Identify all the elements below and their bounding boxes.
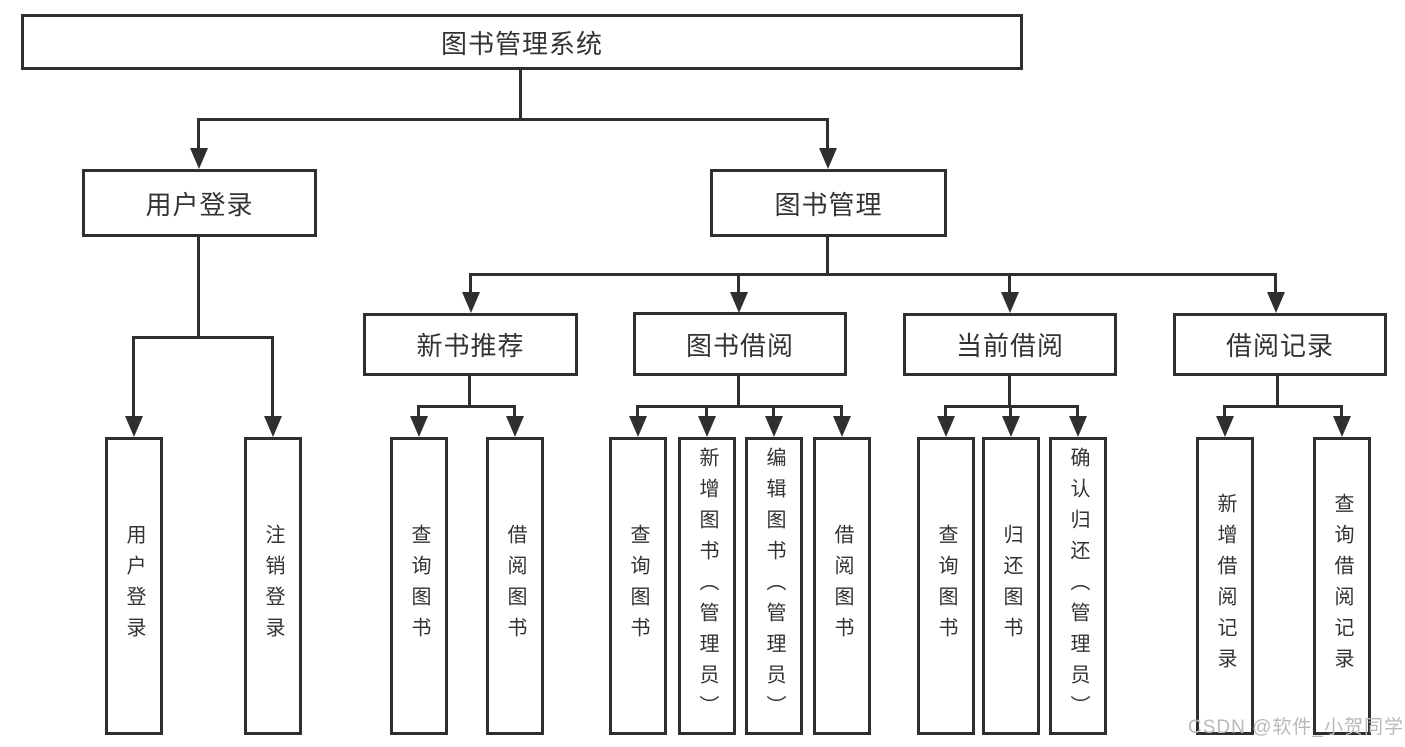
node-leaf-edit-books-admin: 编辑图书（管理员） [745,437,803,735]
connector-line [826,236,829,273]
node-label: 归还图书 [1000,524,1022,648]
csdn-watermark: CSDN @软件_小贺同学 [1188,717,1404,738]
connector-line [468,376,471,408]
connector-line [1223,405,1343,408]
node-label: 查询借阅记录 [1331,493,1353,679]
node-root-library-system: 图书管理系统 [21,14,1023,70]
arrow-down-icon [505,405,524,437]
connector-line [1008,376,1011,408]
node-book-management: 图书管理 [710,169,947,237]
node-leaf-query-books: 查询图书 [390,437,448,735]
arrow-down-icon [1001,405,1020,437]
node-leaf-confirm-return-admin: 确认归还（管理员） [1049,437,1107,735]
node-label: 图书管理 [774,189,883,220]
node-label: 查询图书 [408,524,430,648]
connector-line [519,69,522,118]
node-leaf-logout: 注销登录 [244,437,302,735]
node-label: 借阅图书 [831,524,853,648]
connector-line [737,375,740,408]
node-book-borrow: 图书借阅 [633,312,847,376]
node-label: 图书管理系统 [440,28,603,59]
arrow-down-icon [1000,273,1019,313]
node-borrow-records: 借阅记录 [1173,313,1387,376]
connector-line [197,236,200,336]
arrow-down-icon [832,405,851,437]
connector-line [132,336,274,339]
arrow-down-icon [189,118,208,169]
node-label: 用户登录 [145,189,254,220]
connector-line [1276,376,1279,408]
node-leaf-add-books-admin: 新增图书（管理员） [678,437,736,735]
arrow-down-icon [697,405,716,437]
arrow-down-icon [1068,405,1087,437]
arrow-down-icon [764,405,783,437]
node-leaf-user-login: 用户登录 [105,437,163,735]
node-leaf-borrow-books: 借阅图书 [813,437,871,735]
arrow-down-icon [1215,405,1234,437]
node-label: 查询图书 [627,524,649,648]
arrow-down-icon [409,405,428,437]
node-label: 图书借阅 [685,330,794,361]
connector-line [469,273,1277,276]
arrow-down-icon [936,405,955,437]
arrow-down-icon [124,336,143,437]
node-leaf-return-books: 归还图书 [982,437,1040,735]
arrow-down-icon [729,273,748,313]
connector-line [197,118,829,121]
node-label: 新增借阅记录 [1214,493,1236,679]
node-leaf-add-borrow-record: 新增借阅记录 [1196,437,1254,735]
node-leaf-query-borrow-record: 查询借阅记录 [1313,437,1371,735]
arrow-down-icon [461,273,480,313]
node-label: 借阅记录 [1225,331,1334,361]
node-leaf-borrow-books: 借阅图书 [486,437,544,735]
node-leaf-query-books: 查询图书 [917,437,975,735]
node-user-login: 用户登录 [82,169,317,237]
node-new-book-recommend: 新书推荐 [363,313,578,376]
connector-line [417,405,516,408]
node-label: 查询图书 [935,524,957,648]
node-label: 新增图书（管理员） [696,446,718,726]
arrow-down-icon [628,405,647,437]
connector-line [636,405,843,408]
node-label: 当前借阅 [955,331,1064,361]
node-label: 新书推荐 [416,331,525,361]
arrow-down-icon [1266,273,1285,313]
node-label: 编辑图书（管理员） [763,446,785,726]
arrow-down-icon [1332,405,1351,437]
arrow-down-icon [263,336,282,437]
node-label: 用户登录 [123,524,145,648]
arrow-down-icon [818,118,837,169]
node-leaf-query-books: 查询图书 [609,437,667,735]
node-label: 注销登录 [262,524,284,648]
node-label: 确认归还（管理员） [1067,446,1089,726]
node-label: 借阅图书 [504,524,526,648]
node-current-borrow: 当前借阅 [903,313,1117,376]
